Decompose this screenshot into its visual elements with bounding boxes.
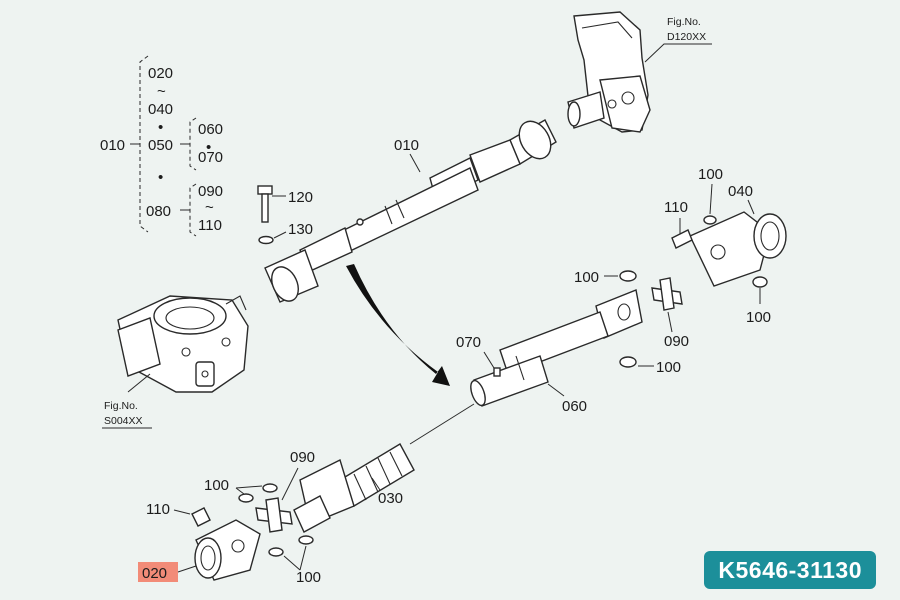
snap-ring-100 [238, 493, 254, 503]
part-number-badge: K5646-31130 [704, 551, 876, 589]
tree-item: 090 [198, 183, 223, 200]
gearbox-housing-top [567, 11, 651, 133]
snap-ring-100 [298, 535, 314, 545]
tree-root: 010 [100, 137, 125, 154]
callout-100: 100 [204, 477, 229, 494]
snap-ring-100 [619, 356, 637, 368]
snap-ring-100 [619, 270, 637, 282]
callout-100: 100 [296, 569, 321, 586]
direction-arrow [346, 264, 450, 386]
callout-030: 030 [378, 490, 403, 507]
fig-ref-code: D120XX [667, 31, 706, 43]
tree-item: 060 [198, 121, 223, 138]
grease-nipple-110 [191, 507, 211, 527]
snap-ring-100 [703, 215, 717, 225]
snap-ring-100 [752, 276, 768, 288]
yoke-020 [194, 519, 261, 581]
fig-ref-label: Fig.No. [104, 400, 138, 412]
callout-100: 100 [746, 309, 771, 326]
callout-110: 110 [146, 501, 170, 518]
yoke-040 [689, 211, 787, 287]
fig-ref-code: S004XX [104, 415, 143, 427]
callout-100: 100 [656, 359, 681, 376]
tree-dot: • [158, 119, 163, 136]
callout-090: 090 [290, 449, 315, 466]
callout-110: 110 [664, 199, 688, 216]
washer-130 [258, 235, 274, 245]
tree-tilde: ~ [205, 199, 214, 216]
callout-100: 100 [574, 269, 599, 286]
transmission-housing-left [117, 295, 249, 393]
callout-130: 130 [288, 221, 313, 238]
highlighted-part-marker [138, 562, 178, 582]
tree-dot: • [206, 139, 211, 156]
callout-040: 040 [728, 183, 753, 200]
bolt-120 [257, 185, 273, 223]
callout-120: 120 [288, 189, 313, 206]
fig-ref-label: Fig.No. [667, 16, 701, 28]
callout-100: 100 [698, 166, 723, 183]
tree-item: 040 [148, 101, 173, 118]
tree-item: 070 [198, 149, 223, 166]
callout-070: 070 [456, 334, 481, 351]
tree-item: 080 [146, 203, 171, 220]
upper-propeller-shaft [264, 119, 557, 303]
universal-joint-090 [651, 277, 683, 311]
snap-ring-100 [262, 483, 278, 493]
universal-joint-090 [255, 497, 293, 533]
grease-nipple-110 [671, 229, 693, 249]
callout-060: 060 [562, 398, 587, 415]
tree-item: 050 [148, 137, 173, 154]
grease-nipple-070 [493, 367, 501, 377]
part-hierarchy-tree [130, 55, 197, 237]
snap-ring-100 [268, 547, 284, 557]
callout-020: 020 [142, 565, 167, 582]
tree-dot: • [158, 169, 163, 186]
tree-item: 110 [198, 217, 222, 234]
callout-090: 090 [664, 333, 689, 350]
callout-010: 010 [394, 137, 419, 154]
lower-shaft-030 [293, 443, 415, 533]
tree-item: 020 [148, 65, 173, 82]
tree-tilde: ~ [157, 83, 166, 100]
middle-shaft-060 [470, 289, 643, 407]
